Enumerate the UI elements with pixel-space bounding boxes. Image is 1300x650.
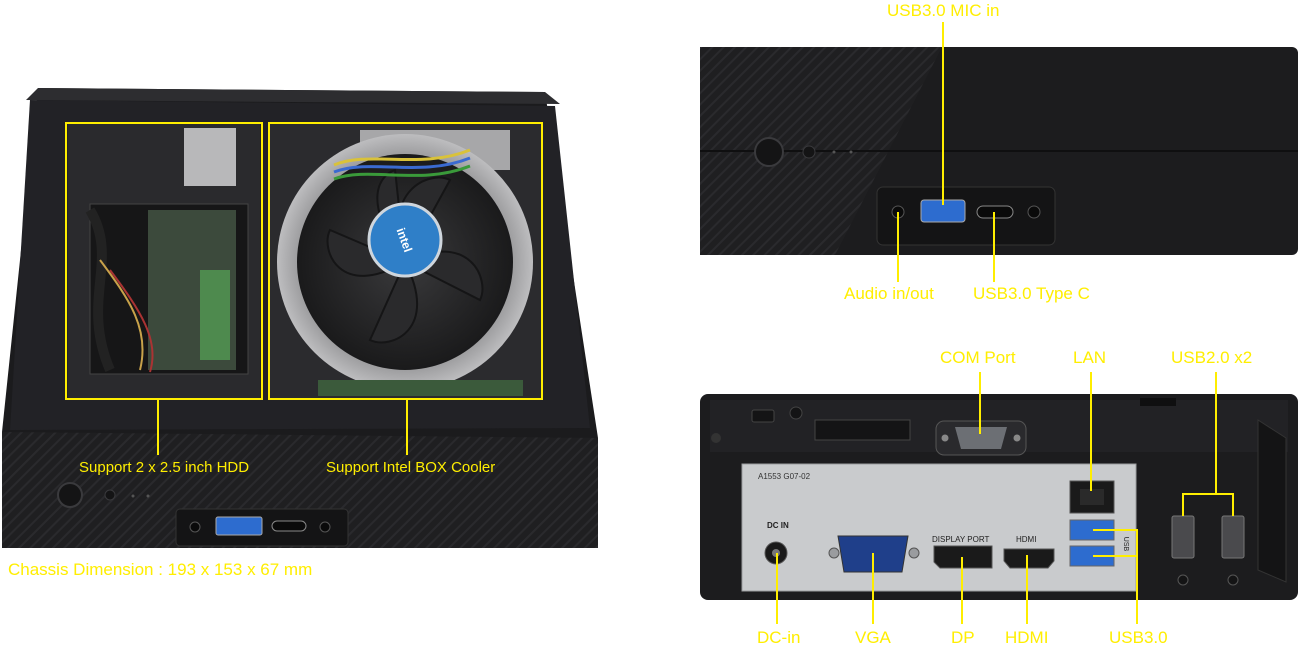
usb2-port-icon-2 [1221, 515, 1245, 559]
mic-jack-icon [319, 521, 331, 533]
board-dcin-print: DC IN [767, 521, 789, 530]
front-io-panel [876, 186, 1056, 246]
label-usb3: USB3.0 [1109, 628, 1168, 647]
dimm-slot [318, 380, 523, 396]
front-reset-icon [802, 145, 816, 159]
mic-jack-icon-2 [1027, 205, 1041, 219]
label-lan: LAN [1073, 348, 1107, 367]
label-audio-in-out: Audio in/out [844, 284, 934, 303]
chassis-rim [26, 88, 560, 104]
usb2-port-icon-1 [1171, 515, 1195, 559]
label-usb2-x2: USB2.0 x2 [1171, 348, 1253, 367]
label-chassis-dimension: Chassis Dimension : 193 x 153 x 67 mm [8, 560, 313, 579]
cooler-callout-box [268, 122, 543, 400]
fan-hub-icon [367, 202, 443, 278]
label-dc-in: DC-in [757, 628, 801, 647]
label-com-port: COM Port [940, 348, 1016, 367]
usb3-port-icon [215, 516, 263, 536]
front-power-icon [754, 137, 784, 167]
hdd-connector [184, 128, 236, 186]
label-usb3-typec: USB3.0 Type C [973, 284, 1090, 303]
open-chassis [2, 88, 598, 548]
label-hdmi: HDMI [1005, 628, 1049, 647]
label-cooler-support: Support Intel BOX Cooler [326, 459, 496, 476]
power-button-icon [57, 482, 83, 508]
front-panel [2, 432, 598, 548]
board-model-print: A1553 G07-02 [758, 472, 811, 481]
audio-jack-icon [189, 521, 201, 533]
label-dp: DP [951, 628, 975, 647]
front-view [700, 47, 1298, 255]
reset-button-icon [104, 489, 116, 501]
board-dp-print: DISPLAY PORT [932, 535, 990, 544]
label-hdd-support: Support 2 x 2.5 inch HDD [79, 459, 250, 476]
board-hdmi-print: HDMI [1016, 535, 1037, 544]
typec-port-icon [271, 520, 307, 532]
hdd-callout-box [65, 122, 263, 400]
callout-lines [65, 22, 1234, 624]
label-vga: VGA [855, 628, 891, 647]
board-usb-print: USB [1122, 536, 1130, 552]
label-front-usb-mic: USB3.0 MIC in [887, 1, 1000, 20]
rear-view [700, 394, 1298, 600]
hdmi-port-icon [1003, 548, 1055, 569]
